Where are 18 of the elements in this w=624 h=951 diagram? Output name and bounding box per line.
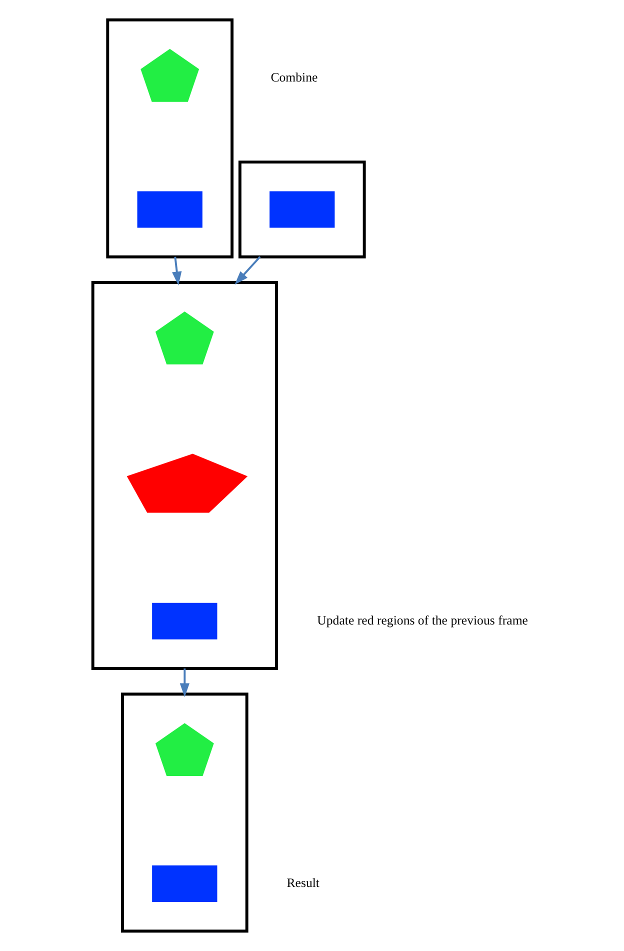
node-polygon	[126, 454, 248, 513]
label: Combine	[270, 70, 318, 85]
node-label: Update red regions of the previous frame	[317, 613, 528, 628]
cluster	[106, 18, 234, 258]
node-box	[137, 191, 202, 228]
node-box	[270, 191, 335, 228]
arrow	[180, 668, 190, 698]
arrow	[234, 256, 261, 285]
arrow	[172, 256, 182, 286]
cluster	[238, 160, 366, 258]
cluster	[91, 281, 278, 670]
node-pentagon	[155, 723, 214, 776]
node-pentagon	[155, 312, 214, 364]
cluster	[120, 692, 248, 933]
node-box	[152, 602, 218, 640]
node-box	[152, 865, 218, 902]
node-pentagon	[140, 48, 200, 102]
node-label: Result	[286, 876, 320, 890]
